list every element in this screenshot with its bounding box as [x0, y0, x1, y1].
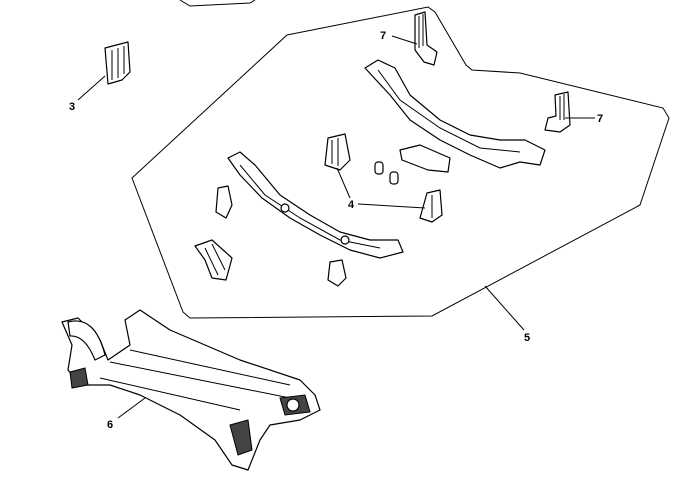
part-7-right-bracket	[544, 91, 571, 133]
rear-crossmember-lower	[227, 151, 404, 259]
part-4-bracket-left	[324, 133, 351, 171]
clip-bottom	[327, 259, 347, 287]
leader-4b	[357, 203, 426, 209]
callout-3: 3	[69, 101, 75, 113]
callout-6: 6	[107, 419, 113, 431]
kit-group-outline	[131, 6, 670, 319]
adjacent-group-outline	[179, 0, 256, 7]
leader-7a	[391, 35, 418, 45]
leader-3	[77, 75, 106, 101]
bushing-right	[389, 171, 399, 185]
callout-7-right: 7	[597, 113, 603, 125]
leader-4a	[336, 167, 351, 199]
mounting-plate	[399, 144, 451, 173]
clip-left	[215, 185, 233, 219]
rear-crossmember-upper	[364, 59, 546, 169]
part-7-upper-bracket	[414, 11, 438, 66]
part-4-bracket-right	[419, 189, 443, 223]
callout-4: 4	[348, 199, 355, 211]
leader-6	[117, 397, 146, 419]
part-6-subframe	[61, 309, 321, 471]
bushing-left	[374, 161, 384, 175]
leader-5	[484, 285, 525, 331]
callout-5: 5	[524, 332, 530, 344]
part-3-bracket	[104, 41, 131, 85]
callout-7-upper: 7	[380, 30, 386, 42]
bracket-lower-left	[194, 239, 233, 281]
